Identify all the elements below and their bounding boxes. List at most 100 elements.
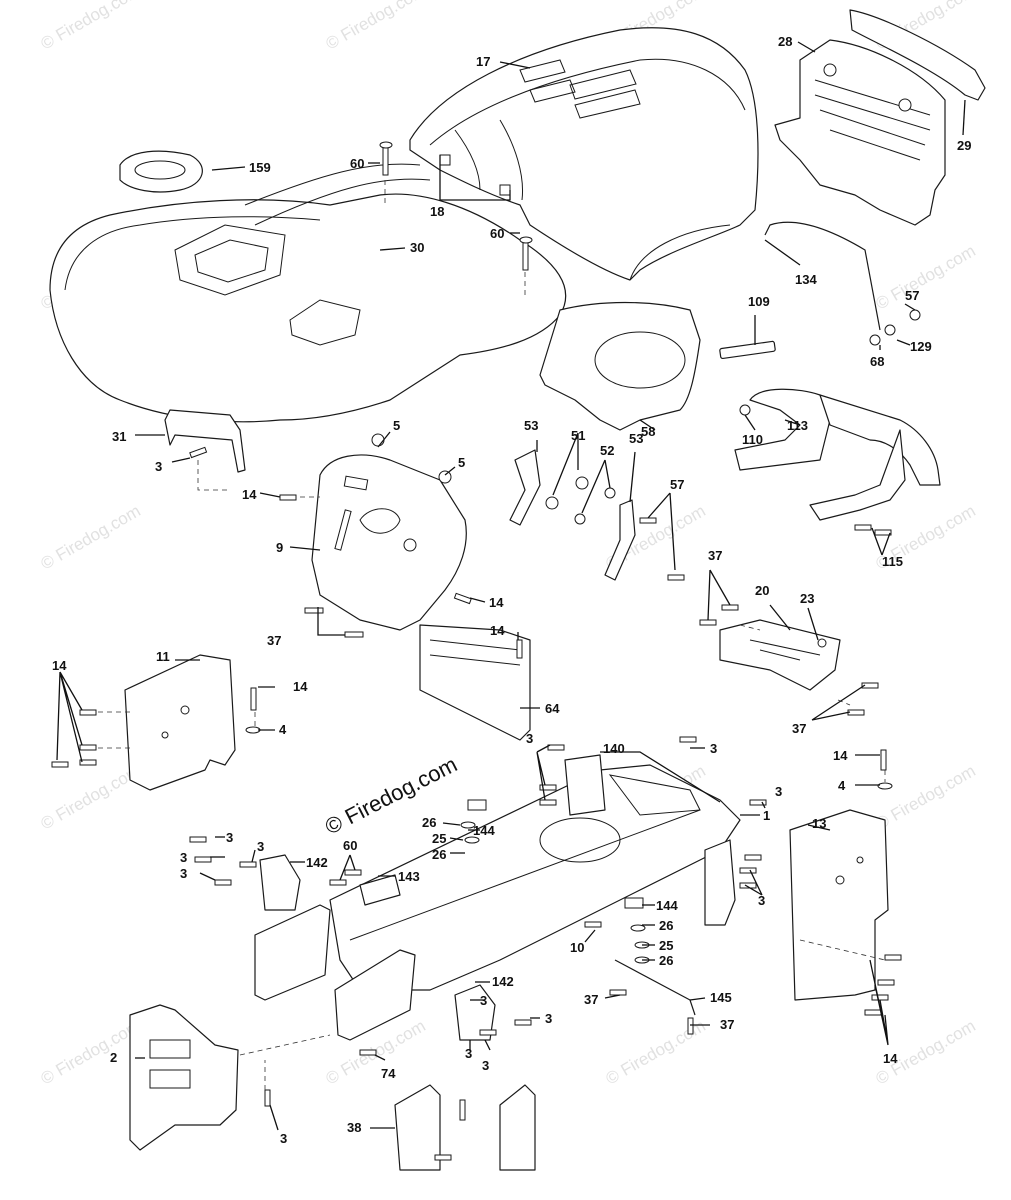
part-label: 14 (242, 487, 257, 502)
bracket-part-38 (394, 1084, 441, 1171)
part-label: 51 (571, 428, 585, 443)
part-label: 26 (422, 815, 436, 830)
part-label: 30 (410, 240, 424, 255)
seat-pad-part-159 (119, 150, 203, 193)
part-label: 14 (489, 595, 504, 610)
plate-part-20 (719, 619, 841, 691)
dash-panel-part-58 (539, 301, 701, 431)
hardware-layer (51, 141, 921, 1161)
part-label: 26 (659, 918, 673, 933)
part-label: 3 (155, 459, 162, 474)
part-label: 64 (545, 701, 560, 716)
part-label: 140 (603, 741, 625, 756)
part-label: 110 (742, 432, 763, 447)
part-label: 20 (755, 583, 769, 598)
lower-plate-part-2 (129, 1004, 239, 1151)
bracket-part-142-top (259, 854, 301, 911)
part-label: 37 (720, 1017, 734, 1032)
part-label: 3 (480, 993, 487, 1008)
fender-part-30 (49, 163, 567, 423)
trim-part-29 (849, 9, 986, 101)
part-label: 3 (226, 830, 233, 845)
part-label: 3 (545, 1011, 552, 1026)
rod-part-134 (764, 221, 881, 331)
panel-part-64 (419, 624, 531, 741)
part-label: 31 (112, 429, 126, 444)
part-labels: 17 28 29 159 60 18 60 30 134 57 129 68 1… (52, 34, 971, 1146)
part-label: 29 (957, 138, 971, 153)
bracket-part-140 (564, 754, 606, 816)
part-label: 3 (775, 784, 782, 799)
part-label: 74 (381, 1066, 396, 1081)
part-label: 3 (465, 1046, 472, 1061)
part-label: 26 (659, 953, 673, 968)
part-label: 4 (279, 722, 287, 737)
part-label: 25 (659, 938, 673, 953)
handle-part-113 (734, 388, 941, 521)
part-label: 14 (833, 748, 848, 763)
part-label: 26 (432, 847, 446, 862)
part-label: 37 (584, 992, 598, 1007)
part-label: 10 (570, 940, 584, 955)
part-label: 58 (641, 424, 655, 439)
bracket-part-31 (164, 409, 246, 473)
part-label: 3 (280, 1131, 287, 1146)
part-label: 38 (347, 1120, 361, 1135)
part-label: 3 (257, 839, 264, 854)
part-label: 129 (910, 339, 932, 354)
part-label: 17 (476, 54, 490, 69)
link-part-109 (719, 340, 776, 360)
part-label: 109 (748, 294, 770, 309)
left-plate-part-11 (124, 654, 236, 791)
part-label: 3 (180, 866, 187, 881)
part-label: 52 (600, 443, 614, 458)
part-label: 1 (763, 808, 770, 823)
watermark: © Firedog.com (873, 761, 979, 833)
part-label: 60 (490, 226, 504, 241)
part-label: 14 (293, 679, 308, 694)
part-label: 18 (430, 204, 444, 219)
hood-part-17 (409, 27, 759, 281)
watermark: © Firedog.com (38, 761, 144, 833)
part-label: 60 (350, 156, 364, 171)
part-label: 25 (432, 831, 446, 846)
part-label: 144 (656, 898, 678, 913)
part-label: 28 (778, 34, 792, 49)
watermark: © Firedog.com (38, 0, 144, 53)
right-plate-part-13 (789, 809, 889, 1001)
bracket-part-142-bottom (454, 984, 496, 1041)
watermark: © Firedog.com (323, 0, 429, 53)
part-label: 5 (458, 455, 465, 470)
part-label: 14 (490, 623, 505, 638)
frame-rail-right (704, 839, 736, 926)
part-label: 53 (524, 418, 538, 433)
part-label: 57 (905, 288, 919, 303)
part-label: 4 (838, 778, 846, 793)
frame-rail-left (254, 904, 331, 1001)
part-label: 3 (526, 731, 533, 746)
part-label: 145 (710, 990, 732, 1005)
assembly-lines (98, 180, 886, 1090)
center-watermark: © Firedog.com (321, 752, 461, 840)
frame-rail-center (334, 949, 416, 1041)
leader-lines (56, 41, 966, 1131)
part-label: 53 (629, 431, 643, 446)
part-label: 13 (812, 816, 826, 831)
part-label: 37 (708, 548, 722, 563)
part-label: 3 (482, 1058, 489, 1073)
part-label: 37 (792, 721, 806, 736)
bracket-part-38-b (499, 1084, 536, 1171)
grille-part-28 (774, 39, 946, 226)
watermark: © Firedog.com (38, 1016, 144, 1088)
watermark: © Firedog.com (873, 241, 979, 313)
rod-part-145 (614, 959, 696, 1016)
part-label: 3 (758, 893, 765, 908)
part-label: 142 (306, 855, 328, 870)
part-label: 2 (110, 1050, 117, 1065)
part-label: 5 (393, 418, 400, 433)
part-label: 9 (276, 540, 283, 555)
part-label: 3 (180, 850, 187, 865)
part-label: 57 (670, 477, 684, 492)
part-label: 37 (267, 633, 281, 648)
